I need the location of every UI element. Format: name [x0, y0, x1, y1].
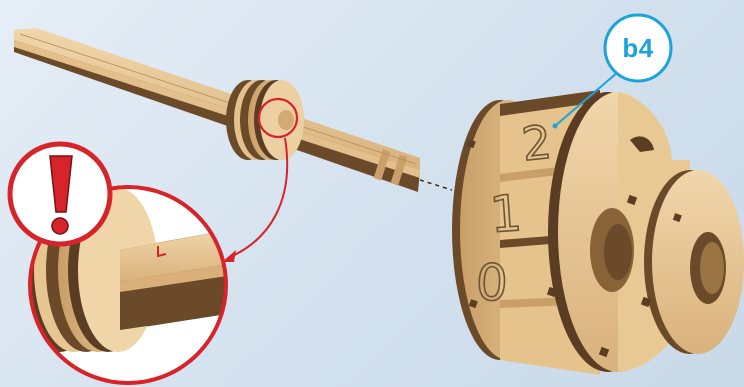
shaft-collar [226, 80, 304, 160]
part-label-text: b4 [603, 22, 673, 74]
assembly-guide-line [420, 180, 452, 190]
warning-badge [10, 144, 110, 244]
wheel-digit-0: 0 [475, 253, 509, 312]
part-callout-dot [553, 124, 558, 129]
wheel-digit-1: 1 [488, 184, 524, 244]
wheel-digit-2: 2 [519, 115, 554, 172]
